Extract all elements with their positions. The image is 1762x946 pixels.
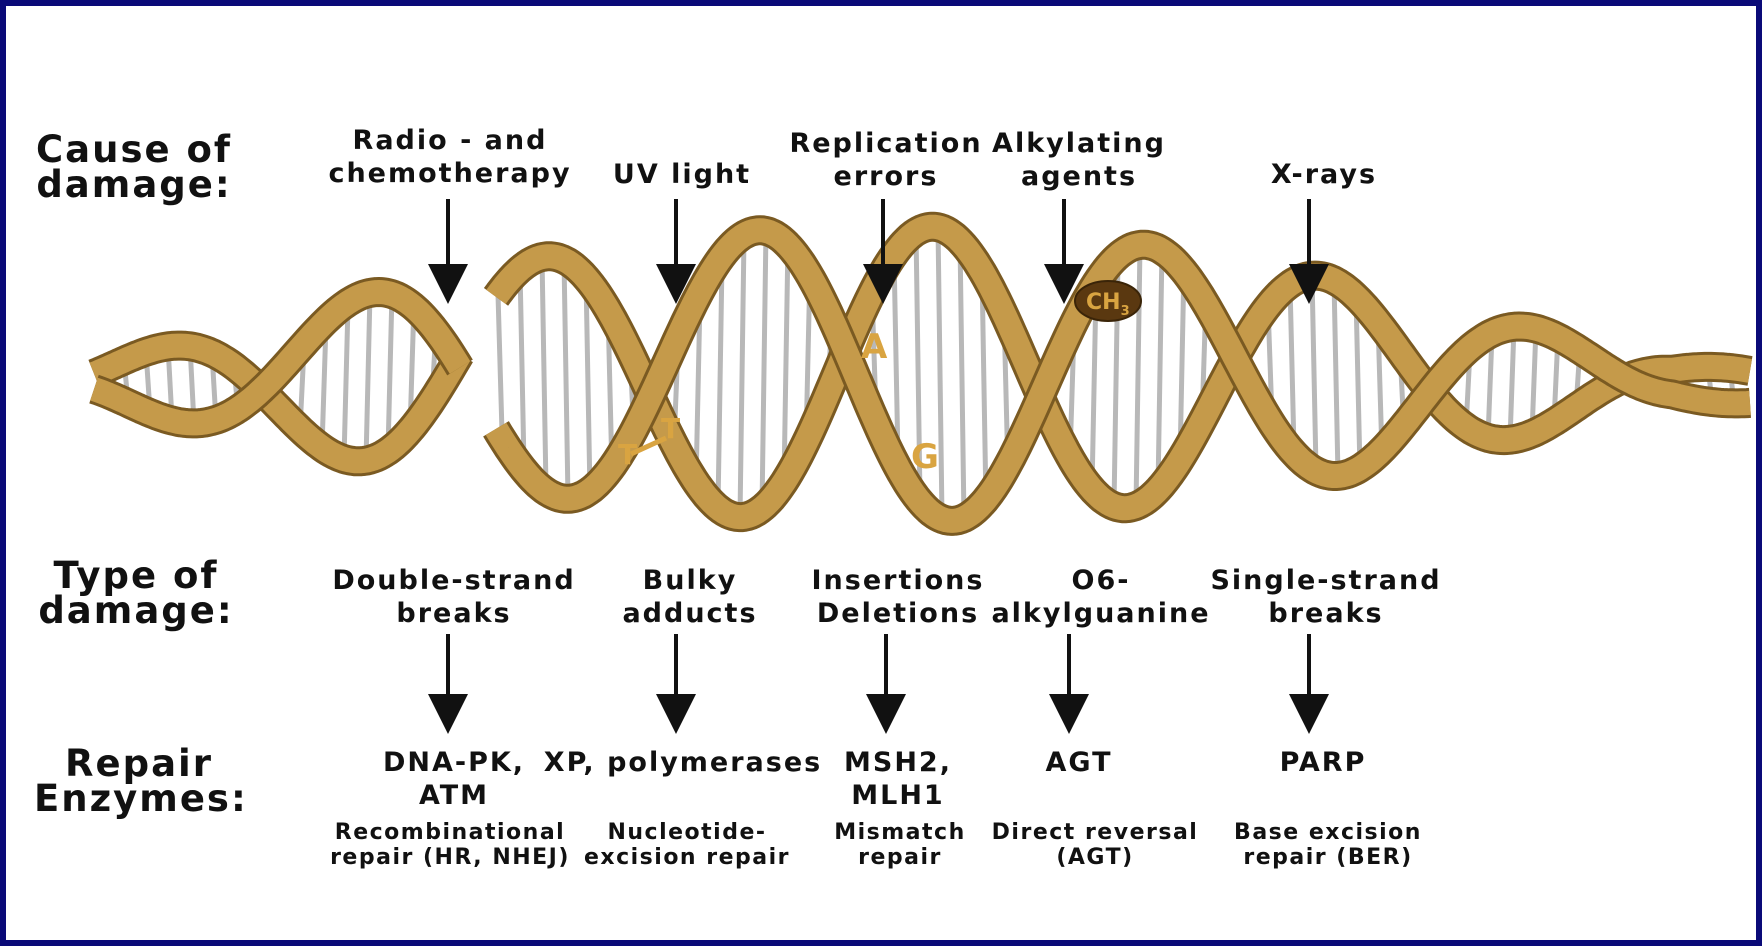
cause-x-rays: X-rays xyxy=(1271,158,1377,191)
cause-replication-errors: Replication errors xyxy=(789,127,982,193)
cause-radio-chemotherapy: Radio - and chemotherapy xyxy=(328,124,571,190)
type-single-strand-breaks: Single-strand breaks xyxy=(1210,564,1441,630)
base-pair-rung xyxy=(960,241,964,520)
base-pair-rung xyxy=(388,293,392,451)
base-pair-rung xyxy=(498,294,502,432)
guanine-label: G xyxy=(911,437,939,477)
adenine-label: A xyxy=(861,327,888,367)
enzyme-dna-pk-atm: DNA-PK, ATM xyxy=(383,746,525,812)
enzyme-agt: AGT xyxy=(1045,746,1112,779)
type-row-label: Type of damage: xyxy=(36,558,236,628)
mechanism-base-excision-repair: Base excision repair (BER) xyxy=(1234,820,1422,870)
diagram-frame: T T A G CH3 Cause of damage: Type of dam… xyxy=(6,6,1756,940)
cause-alkylating-agents: Alkylating agents xyxy=(992,127,1166,193)
base-pair-rung xyxy=(1290,284,1294,448)
base-pair-rung xyxy=(1334,280,1338,476)
base-pair-rung xyxy=(1510,327,1514,439)
base-pair-rung xyxy=(586,278,590,493)
repair-row-label: Repair Enzymes: xyxy=(34,746,244,816)
base-pair-rung xyxy=(366,294,370,461)
base-pair-rung xyxy=(542,257,546,488)
base-pair-rung xyxy=(344,305,348,459)
enzyme-msh2-mlh1: MSH2, MLH1 xyxy=(844,746,952,812)
base-pair-rung xyxy=(762,230,766,508)
type-insertions-deletions: Insertions Deletions xyxy=(812,564,985,630)
base-pair-rung xyxy=(520,269,524,465)
thymine-label-2: T xyxy=(661,412,680,445)
base-pair-rung xyxy=(1312,276,1316,469)
enzyme-parp: PARP xyxy=(1280,746,1367,779)
cause-row-label: Cause of damage: xyxy=(34,132,234,202)
cause-uv-light: UV light xyxy=(613,158,751,191)
base-pair-rung xyxy=(1158,248,1162,489)
mechanism-nucleotide-excision-repair: Nucleotide- excision repair xyxy=(584,820,790,870)
type-bulky-adducts: Bulky adducts xyxy=(622,564,757,630)
base-pair-rung xyxy=(740,238,744,518)
base-pair-rung xyxy=(564,260,568,499)
base-pair-rung xyxy=(718,262,722,508)
mechanism-direct-reversal: Direct reversal (AGT) xyxy=(992,820,1199,870)
base-pair-rung xyxy=(1356,297,1360,471)
enzyme-xp-polymerases: XP, polymerases xyxy=(544,746,822,779)
type-double-strand-breaks: Double-strand breaks xyxy=(332,564,575,630)
thymine-label-1: T xyxy=(618,438,637,471)
type-o6-alkylguanine: O6- alkylguanine xyxy=(991,564,1210,630)
methyl-group-marker: CH3 xyxy=(1075,281,1141,321)
base-pair-rung xyxy=(1136,246,1140,506)
mechanism-mismatch-repair: Mismatch repair xyxy=(834,820,966,870)
mechanism-recombinational-repair: Recombinational repair (HR, NHEJ) xyxy=(330,820,570,870)
